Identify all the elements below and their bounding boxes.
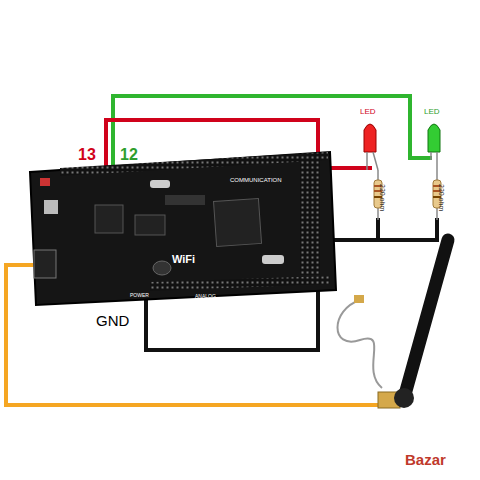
chip	[135, 215, 165, 235]
pin-header	[150, 276, 330, 291]
part-name: LED	[360, 108, 376, 116]
pin-number: 12	[120, 147, 138, 163]
watermark: Bazar	[405, 452, 446, 467]
header	[165, 195, 205, 205]
mcu-chip	[214, 198, 262, 246]
pin-number: 13	[78, 147, 96, 163]
capacitor	[153, 261, 171, 275]
board-logo: WiFi	[172, 254, 195, 265]
usb-port	[44, 200, 58, 214]
arduino-board	[30, 152, 336, 305]
silkscreen-text: ANALOG	[195, 294, 216, 299]
pin-header	[60, 152, 328, 176]
crystal	[150, 180, 170, 188]
part-name: LED	[424, 108, 440, 116]
silkscreen-text: POWER	[130, 293, 149, 298]
ufl-connector	[354, 295, 364, 303]
resistor-value: 220 ohm	[379, 184, 386, 211]
pin-header	[300, 160, 320, 275]
silkscreen-text: COMMUNICATION	[230, 177, 282, 183]
dc-jack	[34, 250, 56, 278]
chip	[95, 205, 123, 233]
reset-button	[40, 178, 50, 186]
antenna	[378, 240, 448, 408]
pigtail-cable	[338, 300, 383, 388]
gnd-wire	[376, 218, 380, 240]
resistor-value: 220 ohm	[438, 184, 445, 211]
red-led	[364, 124, 378, 170]
pin-name: GND	[96, 313, 129, 328]
green-led	[428, 124, 440, 172]
crystal	[262, 255, 284, 264]
